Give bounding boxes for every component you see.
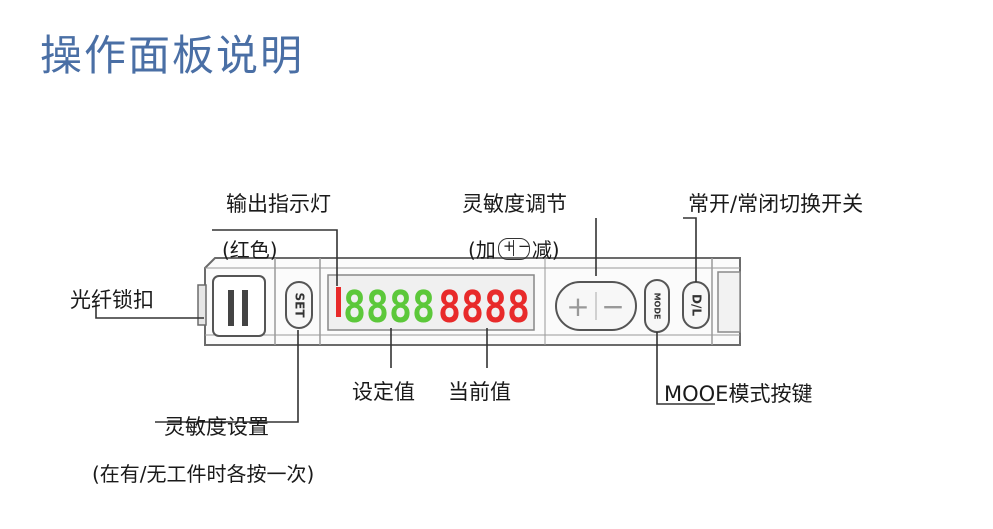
- label-sensitivity-adjust-sub-pre: (加: [468, 238, 496, 262]
- dl-switch-button[interactable]: D/L: [682, 281, 710, 329]
- mode-button-label: MODE: [653, 293, 662, 320]
- page-title: 操作面板说明: [40, 31, 305, 80]
- set-value-display: 8888: [343, 282, 435, 333]
- leader-lines: [95, 217, 715, 423]
- label-indicator: 输出指示灯: [226, 192, 331, 216]
- label-current-value: 当前值: [448, 380, 511, 404]
- label-sensitivity-set-sub: (在有/无工件时各按一次): [92, 462, 315, 486]
- label-no-nc-switch: 常开/常闭切换开关: [688, 192, 864, 216]
- label-sensitivity-adjust: 灵敏度调节: [462, 192, 567, 216]
- plus-minus-icon: +−: [497, 237, 530, 260]
- set-button[interactable]: SET: [285, 281, 313, 329]
- label-indicator-color: (红色): [222, 238, 278, 262]
- set-button-label: SET: [293, 292, 307, 318]
- label-mode-button: MOOE模式按键: [664, 382, 813, 406]
- leader-indicator: [212, 229, 338, 286]
- minus-icon[interactable]: −: [601, 290, 624, 323]
- label-sensitivity-adjust-sub-post: 减): [531, 238, 560, 262]
- dl-button-label: D/L: [690, 294, 704, 316]
- mode-button[interactable]: MODE: [644, 279, 670, 333]
- label-sensitivity-set: 灵敏度设置: [164, 415, 269, 439]
- label-set-value: 设定值: [352, 380, 415, 404]
- leader-mode-button: [656, 332, 715, 405]
- fiber-lock[interactable]: [212, 275, 266, 337]
- label-fiber-lock: 光纤锁扣: [70, 288, 154, 312]
- leader-sensitivity-set: [155, 330, 299, 423]
- leader-no-nc-switch: [683, 217, 697, 282]
- current-value-display: 8888: [438, 282, 530, 333]
- plus-icon[interactable]: +: [566, 290, 589, 323]
- sensitivity-rocker[interactable]: + −: [555, 281, 637, 331]
- label-sensitivity-adjust-sub: (加+−减): [468, 234, 560, 263]
- leader-fiber-lock: [95, 302, 204, 319]
- display-window: 8888 8888: [327, 274, 535, 333]
- output-indicator-led: [336, 287, 341, 317]
